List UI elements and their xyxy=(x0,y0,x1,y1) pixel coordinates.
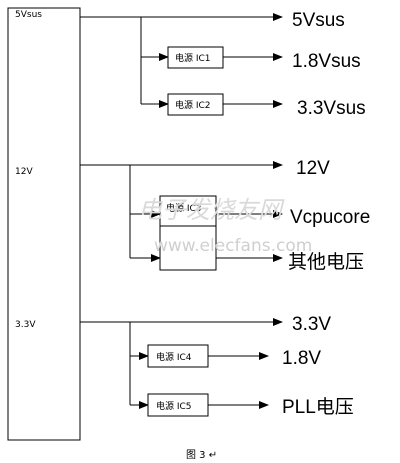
input-label-12v: 12V xyxy=(15,167,33,177)
output-pll-voltage: PLL电压 xyxy=(282,396,354,418)
ic4-label: 电源 IC4 xyxy=(156,351,192,363)
ic2-label: 电源 IC2 xyxy=(175,99,211,111)
output-1v8sus: 1.8Vsus xyxy=(292,51,361,72)
ic-other-box xyxy=(159,225,217,271)
output-other-voltage: 其他电压 xyxy=(288,251,364,273)
ic3-label: 电源 IC3 xyxy=(166,202,202,214)
output-12v: 12V xyxy=(296,158,330,179)
input-label-3v3: 3.3V xyxy=(15,320,36,330)
input-label-5vsus: 5Vsus xyxy=(15,10,42,20)
watermark-cn: 电子发烧友网 xyxy=(138,196,285,224)
main-rail-block xyxy=(7,7,81,441)
ic5-label: 电源 IC5 xyxy=(156,400,192,412)
watermark-en: www.elecfans.com xyxy=(154,236,312,256)
output-1v8: 1.8V xyxy=(282,348,321,369)
figure-caption: 图 3 ↵ xyxy=(186,449,217,461)
output-vcpucore: Vcpucore xyxy=(290,207,370,228)
output-3v3: 3.3V xyxy=(292,314,331,335)
ic1-label: 电源 IC1 xyxy=(175,52,211,64)
output-3v3sus: 3.3Vsus xyxy=(297,98,366,119)
output-5vsus: 5Vsus xyxy=(292,10,345,31)
